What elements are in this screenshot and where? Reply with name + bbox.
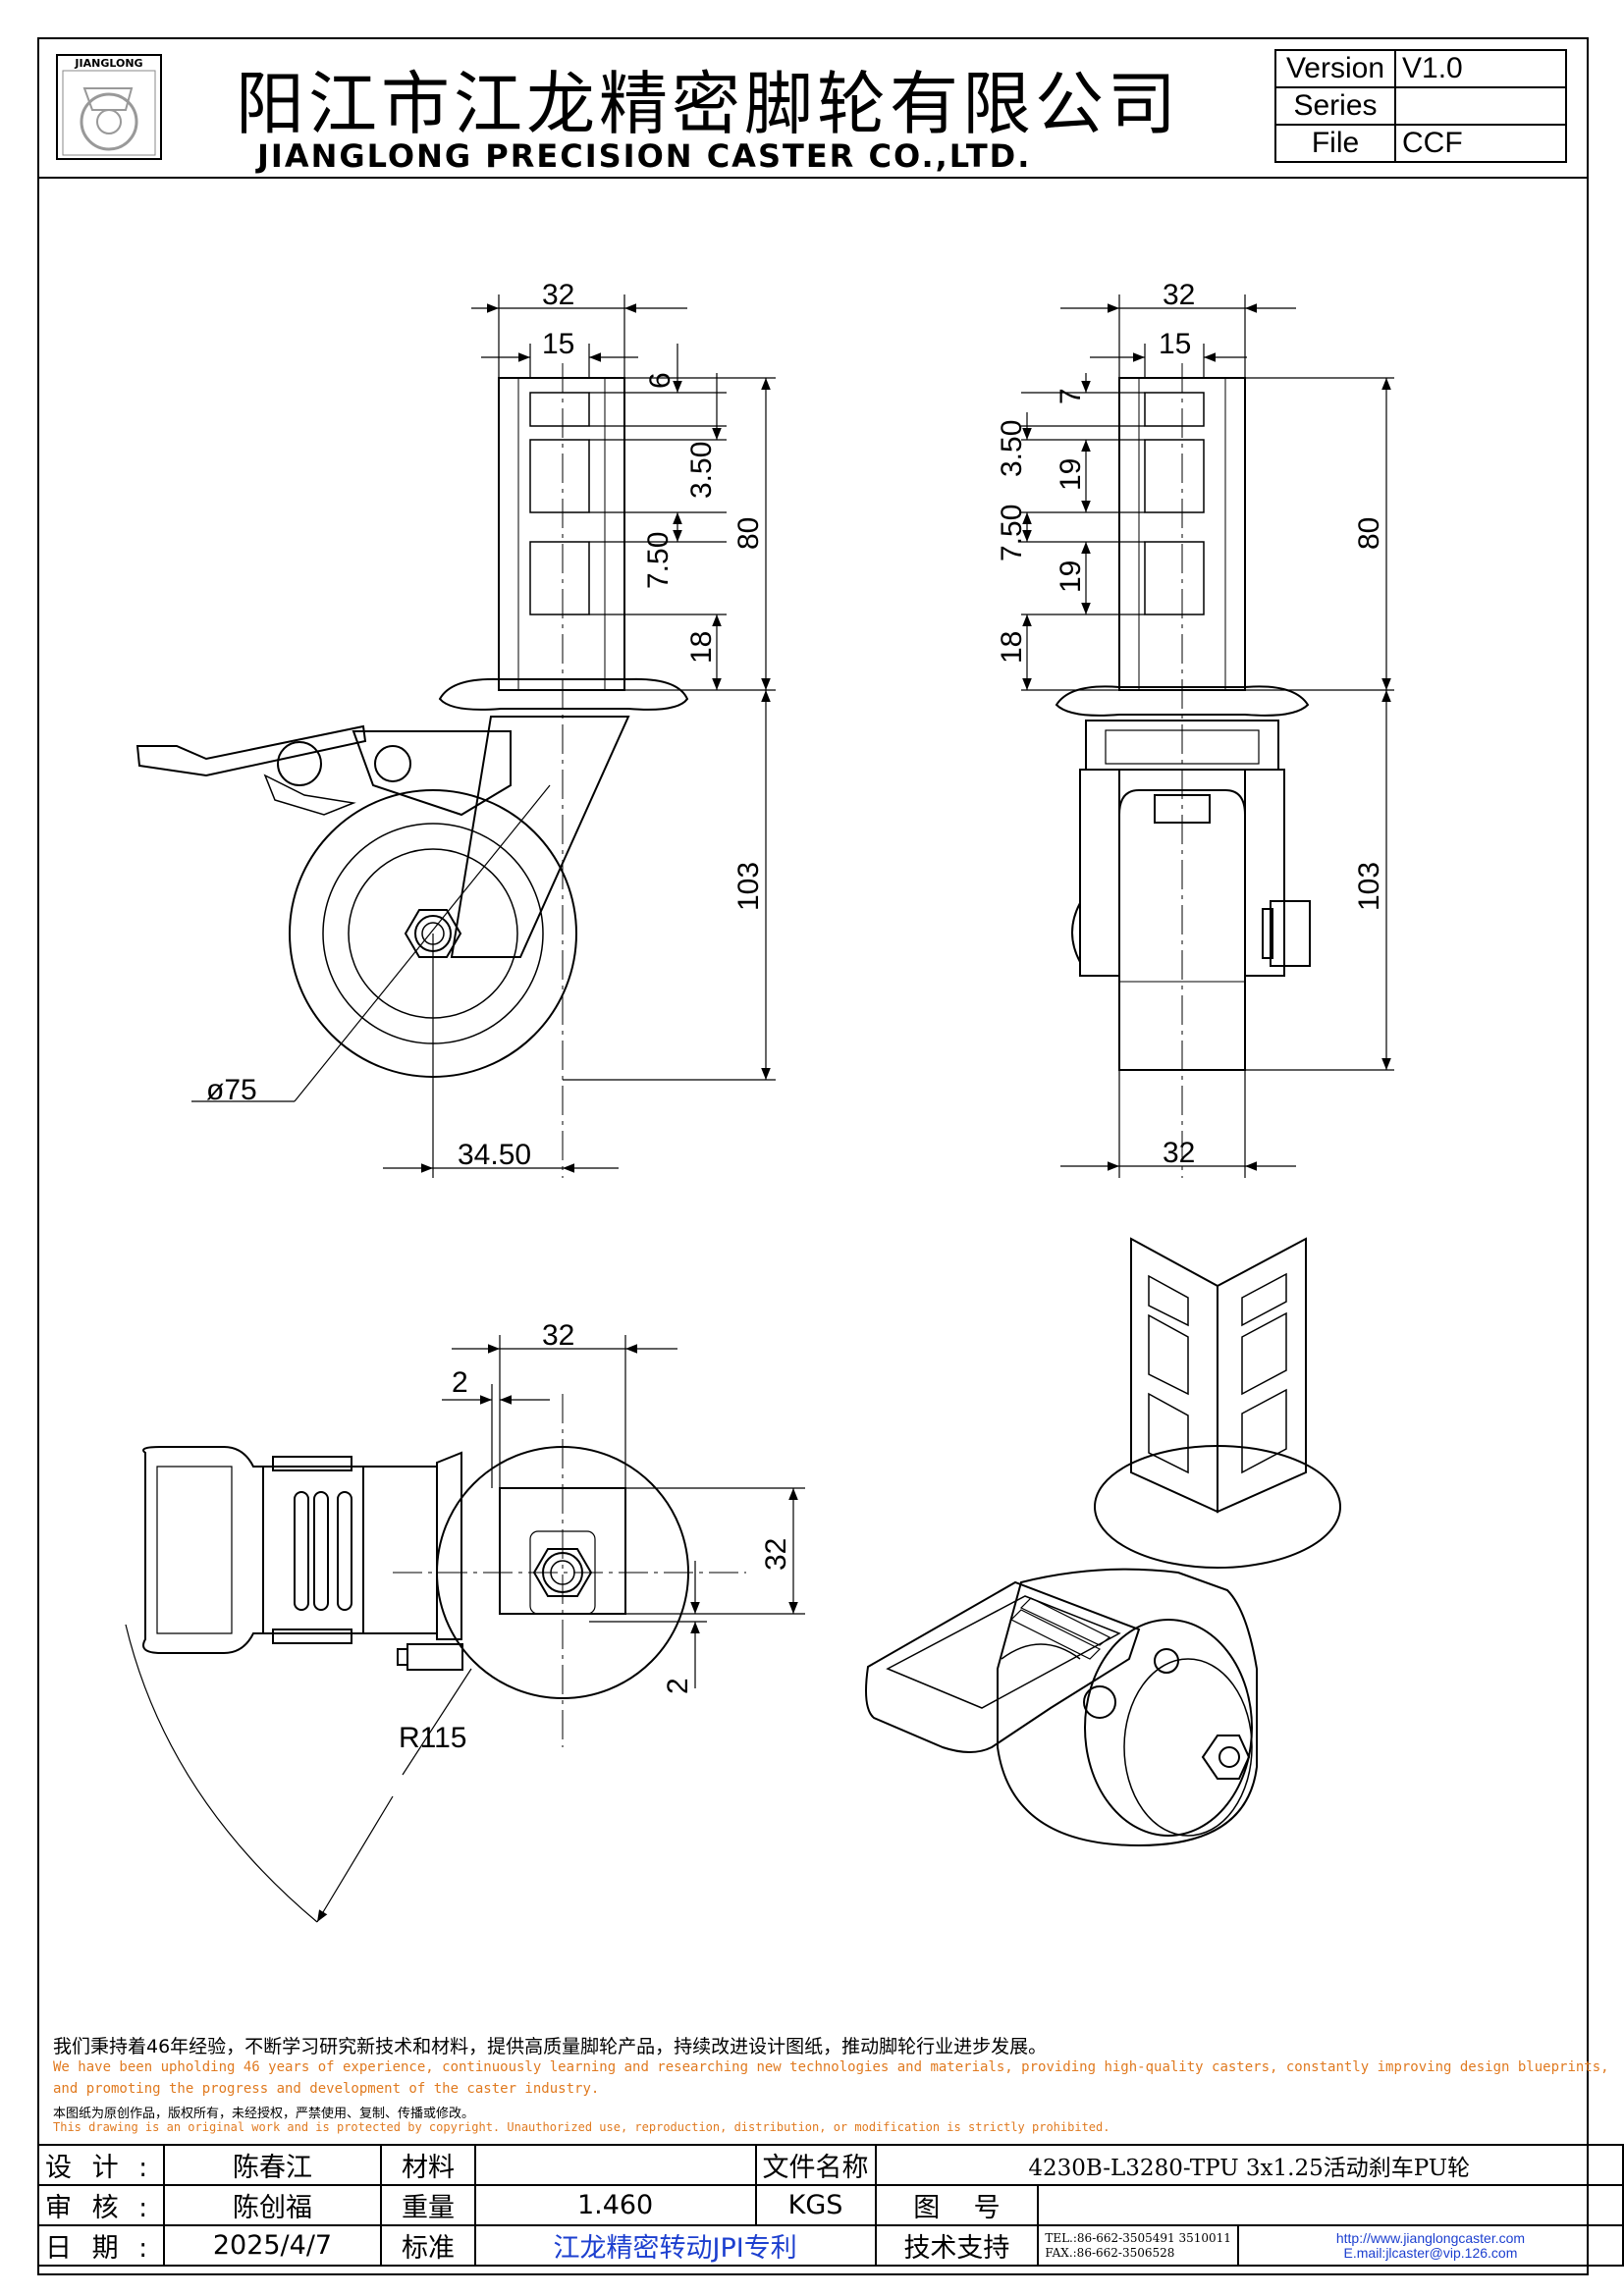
contact-web: http://www.jianglongcaster.com E.mail:jl… xyxy=(1236,2224,1624,2267)
filename-value: 4230B-L3280-TPU 3x1.25活动刹车PU轮 xyxy=(874,2144,1624,2186)
weight-value: 1.460 xyxy=(473,2184,757,2226)
dim-side-19b: 19 xyxy=(1055,561,1087,593)
header-divider xyxy=(37,177,1589,179)
note-en-3: This drawing is an original work and is … xyxy=(53,2120,1110,2134)
dim-top-2: 2 xyxy=(452,1366,468,1399)
review-value: 陈创福 xyxy=(162,2184,383,2226)
dim-wheel-dia: ø75 xyxy=(206,1074,257,1106)
support-label: 技术支持 xyxy=(874,2224,1040,2267)
review-label: 审 核 : xyxy=(37,2184,165,2226)
standard-label: 标准 xyxy=(380,2224,476,2267)
design-label: 设 计 : xyxy=(37,2144,165,2186)
tel-text: TEL.:86-662-3505491 3510011 xyxy=(1045,2230,1231,2245)
dim-front-32: 32 xyxy=(542,279,574,311)
dim-side-18: 18 xyxy=(996,631,1028,664)
material-value xyxy=(473,2144,757,2186)
file-value: CCF xyxy=(1394,124,1567,163)
logo-text: JIANGLONG xyxy=(74,57,142,70)
dim-side-750: 7.50 xyxy=(996,505,1028,561)
drawing-no-value xyxy=(1037,2184,1624,2226)
dim-side-19a: 19 xyxy=(1055,458,1087,491)
email-link[interactable]: E.mail:jlcaster@vip.126.com xyxy=(1343,2244,1518,2261)
dim-front-103: 103 xyxy=(732,862,765,911)
series-label: Series xyxy=(1274,86,1396,126)
front-view-labels: 32 15 6 3.50 80 7.50 18 103 ø75 34.50 xyxy=(206,279,765,1171)
side-view xyxy=(1055,363,1311,1178)
title-block: 设 计 : 陈春江 材料 文件名称 4230B-L3280-TPU 3x1.25… xyxy=(37,2144,1624,2267)
dim-side-350: 3.50 xyxy=(996,420,1028,477)
drawing-no-label: 图 号 xyxy=(874,2184,1040,2226)
dim-side-80: 80 xyxy=(1353,517,1385,550)
version-table: Version V1.0 Series File CCF xyxy=(1274,49,1567,163)
dim-side-32: 32 xyxy=(1163,279,1195,311)
isometric-view xyxy=(865,1237,1341,1847)
dim-front-80: 80 xyxy=(732,517,765,550)
dim-front-15: 15 xyxy=(542,328,574,360)
fax-text: FAX.:86-662-3506528 xyxy=(1045,2245,1175,2260)
caster-technical-drawing: 32 15 6 3.50 80 7.50 18 103 ø75 34.50 xyxy=(125,279,1394,1923)
series-value xyxy=(1394,86,1567,126)
top-view-labels: 32 2 32 2 R115 xyxy=(399,1319,792,1754)
date-label: 日 期 : xyxy=(37,2224,165,2267)
dim-side-7: 7 xyxy=(1055,388,1087,404)
dim-offset: 34.50 xyxy=(458,1139,531,1171)
dim-swivel-radius: R115 xyxy=(399,1722,467,1754)
standard-value: 江龙精密转动JPI专利 xyxy=(473,2224,877,2267)
note-en-2: and promoting the progress and developme… xyxy=(53,2081,600,2097)
dim-front-750: 7.50 xyxy=(642,532,675,589)
file-label: File xyxy=(1274,124,1396,163)
dim-top-2b: 2 xyxy=(662,1678,694,1694)
dim-side-bottom-32: 32 xyxy=(1163,1137,1195,1169)
note-en-1: We have been upholding 46 years of exper… xyxy=(53,2059,1609,2075)
design-value: 陈春江 xyxy=(162,2144,383,2186)
material-label: 材料 xyxy=(380,2144,476,2186)
contact-phone: TEL.:86-662-3505491 3510011 FAX.:86-662-… xyxy=(1037,2224,1239,2267)
side-view-labels: 32 15 7 3.50 19 7.50 19 18 80 103 32 xyxy=(996,279,1385,1169)
dim-top-32: 32 xyxy=(542,1319,574,1352)
company-logo: JIANGLONG xyxy=(56,54,162,160)
drawing-frame xyxy=(37,37,1589,2275)
weight-unit: KGS xyxy=(754,2184,877,2226)
dim-front-350: 3.50 xyxy=(685,442,718,499)
version-label: Version xyxy=(1274,49,1396,88)
date-value: 2025/4/7 xyxy=(162,2224,383,2267)
front-view xyxy=(135,363,689,1178)
top-view-dimensions xyxy=(316,1335,805,1923)
top-view xyxy=(125,1394,746,1923)
filename-label: 文件名称 xyxy=(754,2144,876,2186)
front-view-dimensions xyxy=(191,294,776,1178)
note-cn-1: 我们秉持着46年经验，不断学习研究新技术和材料，提供高质量脚轮产品，持续改进设计… xyxy=(53,2036,1048,2057)
weight-label: 重量 xyxy=(380,2184,476,2226)
company-name-en: JIANGLONG PRECISION CASTER CO.,LTD. xyxy=(257,137,1032,175)
dim-side-15: 15 xyxy=(1159,328,1191,360)
dim-top-height-32: 32 xyxy=(760,1538,792,1571)
note-cn-2: 本图纸为原创作品，版权所有，未经授权，严禁使用、复制、传播或修改。 xyxy=(53,2107,475,2121)
side-view-dimensions xyxy=(1021,294,1394,1178)
dim-front-6: 6 xyxy=(644,372,677,389)
dim-front-18: 18 xyxy=(685,631,718,664)
dim-side-103: 103 xyxy=(1353,862,1385,911)
version-value: V1.0 xyxy=(1394,49,1567,88)
company-name-cn: 阳江市江龙精密脚轮有限公司 xyxy=(236,64,1180,144)
website-link[interactable]: http://www.jianglongcaster.com xyxy=(1335,2229,1526,2246)
